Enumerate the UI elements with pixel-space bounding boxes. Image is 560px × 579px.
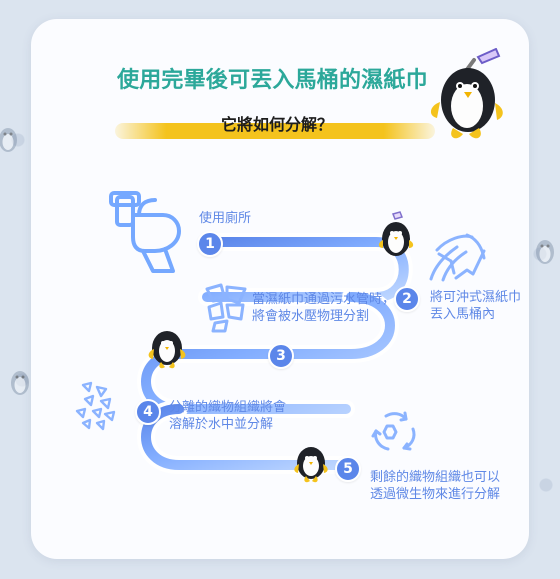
step-1-label: 使用廁所 bbox=[199, 211, 252, 226]
step-1-badge: 1 bbox=[197, 231, 223, 257]
step-5-badge: 5 bbox=[335, 456, 361, 482]
background-penguin-icon bbox=[8, 365, 32, 399]
toilet-icon bbox=[109, 191, 187, 275]
step-4-label: 分離的織物組織將會 溶解於水中並分解 bbox=[169, 400, 287, 432]
step-5-label: 剩餘的織物組織也可以 透過微生物來進行分解 bbox=[370, 470, 501, 502]
fiber-pieces-icon bbox=[73, 381, 123, 433]
wipe-icon bbox=[427, 231, 489, 285]
shredded-wipe-icon bbox=[203, 281, 251, 335]
subtitle-highlight bbox=[115, 123, 435, 139]
background-penguin-icon bbox=[0, 122, 20, 156]
step-4-badge: 4 bbox=[135, 399, 161, 425]
page-title: 使用完畢後可丟入馬桶的濕紙巾 bbox=[117, 68, 428, 93]
step-2-badge: 2 bbox=[394, 286, 420, 312]
route-penguin-1 bbox=[375, 209, 417, 263]
recycle-microbe-icon bbox=[369, 409, 421, 455]
infographic-card: 使用完畢後可丟入馬桶的濕紙巾 它將如何分解？ 1 2 3 4 5 使用廁所 將可… bbox=[31, 19, 529, 559]
route-penguin-2 bbox=[143, 323, 189, 373]
step-2-label: 將可沖式濕紙巾 丟入馬桶內 bbox=[430, 290, 522, 322]
step-3-badge: 3 bbox=[268, 343, 294, 369]
background-penguin-icon bbox=[533, 234, 557, 268]
page-subtitle: 它將如何分解？ bbox=[221, 115, 334, 134]
header-penguin bbox=[423, 47, 509, 144]
route-penguin-3 bbox=[289, 439, 333, 487]
step-3-label: 當濕紙巾通過污水管時， 將會被水壓物理分割 bbox=[252, 292, 396, 324]
